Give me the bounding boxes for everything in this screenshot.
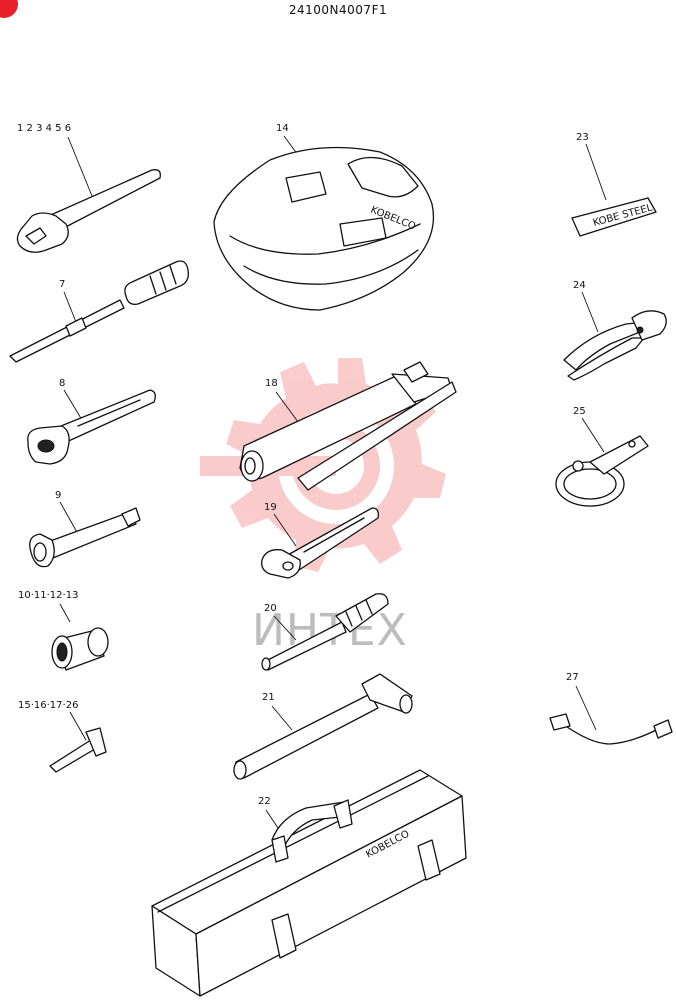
toolbox: KOBELCO: [151, 769, 467, 997]
callout-10-13: 10·11·12·13: [18, 590, 78, 601]
socket: [51, 627, 109, 671]
callout-14: 14: [276, 123, 289, 134]
t-handle-wrench: [233, 673, 413, 780]
callout-15-17-26: 15·16·17·26: [18, 700, 78, 711]
callout-25: 25: [573, 406, 586, 417]
corner-badge: [0, 0, 18, 18]
callout-19: 19: [264, 502, 277, 513]
callout-18: 18: [265, 378, 278, 389]
pliers: [563, 310, 667, 381]
grease-hose: [549, 713, 673, 745]
open-end-wrench: [16, 169, 161, 253]
callout-22: 22: [258, 796, 271, 807]
callout-21: 21: [262, 692, 275, 703]
callout-7: 7: [59, 279, 65, 290]
callout-9: 9: [55, 490, 61, 501]
thickness-gauge: KOBE STEEL: [571, 197, 657, 237]
nut-driver: [261, 593, 389, 671]
callout-8: 8: [59, 378, 65, 389]
tool-bag: KOBELCO: [213, 146, 435, 311]
callout-27: 27: [566, 672, 579, 683]
filter-wrench: [555, 435, 649, 507]
screwdriver-bit: [9, 260, 189, 363]
adjustable-wrench: [261, 507, 380, 579]
callout-1-6: 1 2 3 4 5 6: [17, 123, 71, 134]
callout-23: 23: [576, 132, 589, 143]
grease-gun: [239, 361, 457, 491]
drawing-number: 24100N4007F1: [288, 3, 388, 17]
ratchet-handle: [27, 389, 156, 465]
extension-bar: [29, 507, 141, 568]
hex-key: [49, 727, 107, 773]
callout-20: 20: [264, 603, 277, 614]
callout-24: 24: [573, 280, 586, 291]
